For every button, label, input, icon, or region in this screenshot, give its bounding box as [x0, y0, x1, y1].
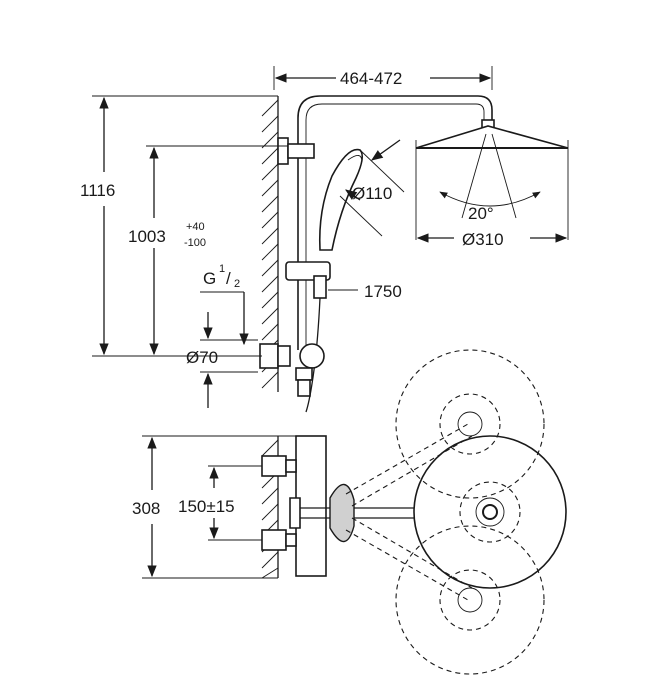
label-arm-reach: 464-472 [340, 69, 402, 88]
label-rail-tol-minus: -100 [184, 237, 206, 249]
dim-rosette [200, 312, 258, 408]
label-thread: G [203, 269, 216, 288]
side-elevation: 464-472 1116 1003 +40 -100 G 1 / 2 [80, 66, 569, 413]
label-thread-num: 1 [219, 263, 225, 275]
label-rail-height: 1003 [128, 227, 166, 246]
swivel-positions [345, 349, 545, 675]
dim-thread [200, 291, 249, 346]
dim-inlet-spacing [208, 465, 262, 541]
label-hose-length: 1750 [364, 282, 402, 301]
plan-view: 308 150±15 [132, 349, 567, 675]
dim-rail-height [146, 145, 288, 356]
dim-overall-height [92, 95, 278, 357]
slider [285, 261, 331, 413]
label-rosette: Ø70 [186, 348, 218, 367]
label-spray-angle: 20° [468, 204, 494, 223]
thermostat-body [261, 435, 327, 577]
head-plan [413, 435, 567, 589]
hand-shower [318, 139, 405, 251]
label-thread-den: 2 [234, 278, 240, 290]
head-shower [415, 119, 569, 240]
valve-top [259, 343, 325, 397]
label-hand-diameter: Ø110 [352, 184, 392, 203]
dim-arm-reach [273, 66, 493, 90]
label-inlet-spacing: 150±15 [178, 497, 235, 516]
label-rail-tol-plus: +40 [186, 221, 205, 233]
label-overall-height: 1116 [80, 181, 115, 200]
dim-mixer-height [142, 435, 296, 579]
label-head-diameter: Ø310 [462, 230, 504, 249]
label-mixer-height: 308 [132, 499, 160, 518]
label-thread-slash: / [226, 269, 231, 288]
